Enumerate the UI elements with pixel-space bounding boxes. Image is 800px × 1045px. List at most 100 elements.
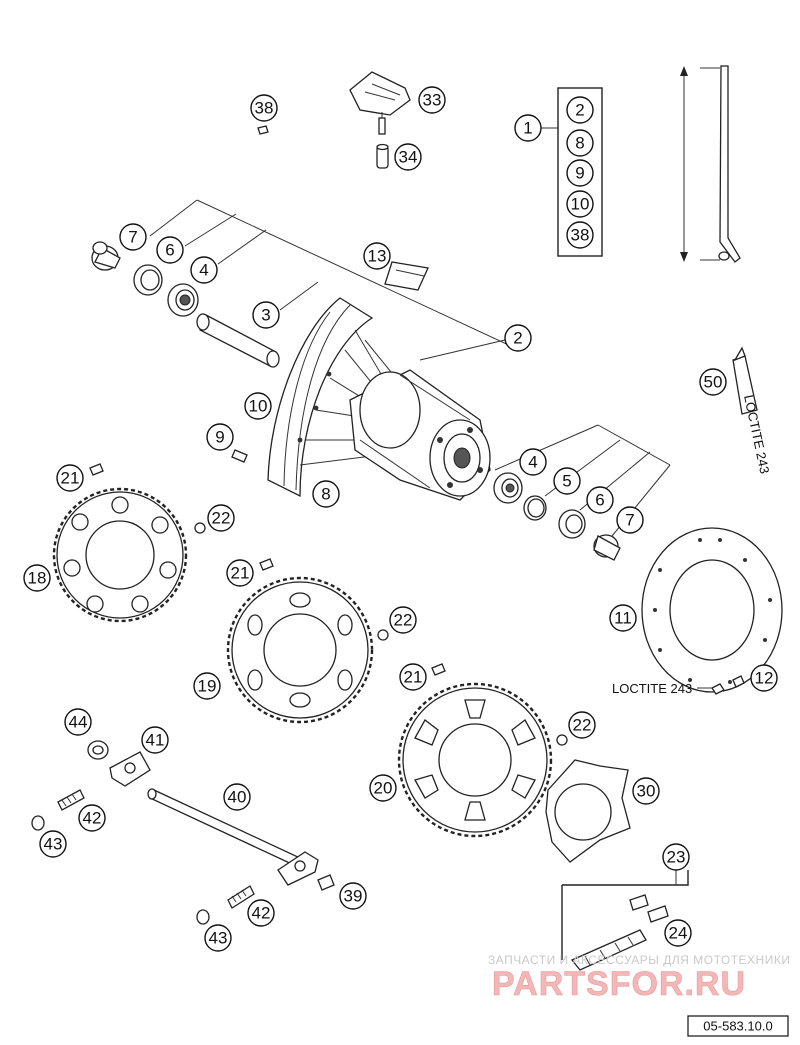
- parts-kit-1: [541, 87, 603, 257]
- callout-4-top: 4: [190, 256, 218, 284]
- seal-6-top: [133, 264, 163, 296]
- bolt-21-c: [431, 663, 446, 676]
- svg-text:43: 43: [44, 835, 63, 854]
- bolt-21-a: [89, 463, 104, 476]
- svg-text:12: 12: [755, 669, 774, 688]
- callout-30: 30: [632, 777, 660, 805]
- callout-41: 41: [141, 726, 169, 754]
- watermark-brand: PARTSFOR.RU: [492, 965, 746, 1003]
- bolt-21-b: [259, 558, 274, 571]
- svg-text:10: 10: [571, 195, 590, 214]
- callout-43-a: 43: [39, 830, 67, 858]
- svg-text:7: 7: [625, 511, 634, 530]
- svg-text:22: 22: [394, 611, 413, 630]
- svg-text:20: 20: [374, 779, 393, 798]
- callout-6-lower: 6: [586, 486, 614, 514]
- nut-43-b: [196, 909, 210, 925]
- nut-39: [317, 874, 335, 891]
- nut-22-a: [194, 522, 206, 534]
- nut-22-c: [556, 734, 568, 746]
- spacer-tube-3: [196, 313, 280, 368]
- svg-text:21: 21: [61, 469, 80, 488]
- callout-2: 2: [504, 324, 532, 352]
- callouts: 1 2 8 9 10 38 38 33 34 7 6 4 3 13 2 10 9…: [23, 86, 778, 952]
- callout-38-kit: 38: [566, 221, 594, 249]
- callout-3: 3: [252, 301, 280, 329]
- svg-text:7: 7: [128, 228, 137, 247]
- sprocket-18: [52, 487, 188, 623]
- callout-38: 38: [250, 94, 278, 122]
- callout-10-kit: 10: [566, 190, 594, 218]
- svg-text:11: 11: [614, 609, 632, 628]
- spoke-length-indicator: [680, 65, 741, 263]
- svg-text:42: 42: [252, 904, 271, 923]
- callout-9: 9: [206, 423, 234, 451]
- loctite-label: LOCTITE 243: [612, 681, 692, 696]
- callout-21-c: 21: [399, 663, 427, 691]
- brake-disc-11: [641, 527, 783, 693]
- callout-2-kit: 2: [566, 96, 594, 124]
- callout-43-b: 43: [204, 924, 232, 952]
- nut-22-b: [377, 629, 389, 641]
- callout-1: 1: [514, 114, 542, 142]
- svg-text:6: 6: [595, 491, 604, 510]
- callout-18: 18: [23, 564, 51, 592]
- callout-42-a: 42: [78, 804, 106, 832]
- tire-lever-33: [349, 71, 411, 135]
- callout-40: 40: [223, 783, 251, 811]
- callout-19: 19: [193, 672, 221, 700]
- callout-22-a: 22: [207, 504, 235, 532]
- svg-text:9: 9: [215, 428, 224, 447]
- svg-text:38: 38: [571, 226, 590, 245]
- callout-20: 20: [369, 774, 397, 802]
- chain-adjuster-right: [277, 851, 319, 886]
- svg-text:21: 21: [231, 564, 250, 583]
- svg-text:1: 1: [523, 119, 532, 138]
- callout-4-lower: 4: [519, 448, 547, 476]
- tube-label: LOCTITE 243: [741, 394, 772, 476]
- callout-7-top: 7: [119, 223, 147, 251]
- svg-text:5: 5: [562, 472, 571, 491]
- watermark-tagline: ЗАПЧАСТИ И АКСЕССУАРЫ ДЛЯ МОТОТЕХНИКИ: [488, 953, 790, 967]
- svg-text:33: 33: [423, 91, 442, 110]
- callout-50: 50: [699, 368, 727, 396]
- callout-11: 11: [609, 604, 637, 632]
- callout-23: 23: [662, 843, 690, 871]
- svg-text:13: 13: [368, 247, 387, 266]
- callout-13: 13: [363, 242, 391, 270]
- callout-10: 10: [244, 392, 272, 420]
- svg-text:40: 40: [228, 788, 247, 807]
- svg-text:34: 34: [399, 148, 418, 167]
- nut-38: [257, 125, 269, 135]
- nut-44: [87, 740, 109, 760]
- valve-34: [376, 143, 389, 169]
- rim-tape-13: [384, 261, 429, 291]
- svg-text:2: 2: [575, 101, 584, 120]
- svg-text:41: 41: [146, 731, 165, 750]
- callout-24: 24: [664, 919, 692, 947]
- callout-22-b: 22: [389, 606, 417, 634]
- callout-39: 39: [339, 882, 367, 910]
- spacer-7-top: [91, 241, 121, 271]
- adjuster-bolt-42-b: [227, 885, 255, 909]
- spacer-7-lower: [593, 534, 621, 561]
- svg-text:2: 2: [513, 329, 522, 348]
- svg-text:4: 4: [199, 261, 208, 280]
- svg-text:3: 3: [261, 306, 270, 325]
- bearing-4-lower: [493, 472, 523, 504]
- bearing-4-top: [167, 283, 199, 317]
- adjuster-bolt-42-a: [57, 789, 85, 811]
- wheel-assembly: [91, 199, 671, 561]
- svg-text:23: 23: [667, 848, 686, 867]
- chain-kit-23: [561, 870, 689, 971]
- callout-8-kit: 8: [566, 129, 594, 157]
- svg-text:9: 9: [575, 164, 584, 183]
- chain-adjuster-41: [109, 751, 151, 787]
- sprocket-19: [226, 576, 374, 724]
- svg-text:6: 6: [165, 241, 174, 260]
- loctite-tube-50: LOCTITE 243: [732, 346, 772, 476]
- svg-text:18: 18: [28, 569, 47, 588]
- callout-44: 44: [64, 708, 92, 736]
- svg-text:8: 8: [321, 485, 330, 504]
